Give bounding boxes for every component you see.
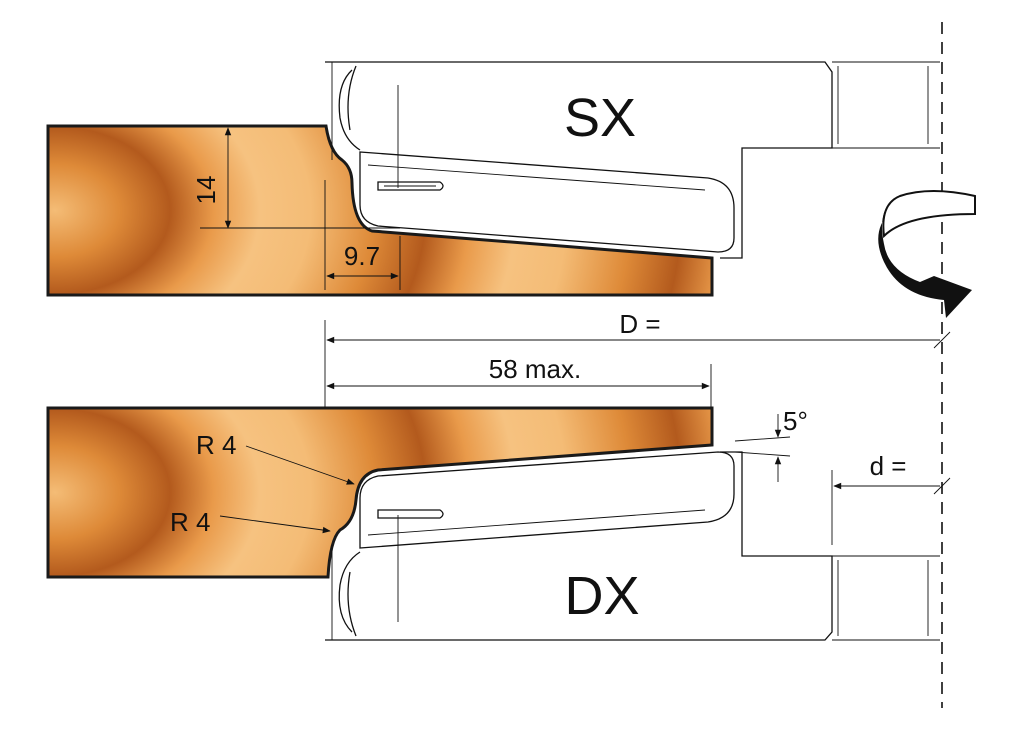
dim-angle-label: 5° [783, 406, 808, 436]
radius-lower-label: R 4 [170, 507, 210, 537]
cutter-label-dx: DX [564, 566, 639, 626]
rotation-arrow-icon [878, 190, 976, 318]
radius-upper-label: R 4 [196, 430, 236, 460]
dim-D-label: D = [619, 309, 660, 339]
dim-max-label: 58 max. [489, 354, 582, 384]
dim-d: d = [831, 451, 951, 545]
dim-height-14: 14 [191, 127, 400, 229]
radius-callout-lower: R 4 [170, 507, 331, 537]
bottom-cutter [325, 451, 940, 641]
dim-58-max: 58 max. [326, 354, 712, 408]
bottom-workpiece [46, 406, 714, 579]
dim-angle-5: 5° [734, 406, 808, 482]
top-cutter [325, 61, 940, 259]
cutter-label-sx: SX [564, 88, 636, 148]
radius-callout-upper: R 4 [196, 430, 355, 485]
dim-depth-label: 9.7 [344, 241, 380, 271]
dim-D: D = [324, 309, 951, 408]
dim-height-label: 14 [191, 176, 221, 205]
dim-depth-9-7: 9.7 [324, 180, 401, 290]
dim-d-label: d = [870, 451, 907, 481]
